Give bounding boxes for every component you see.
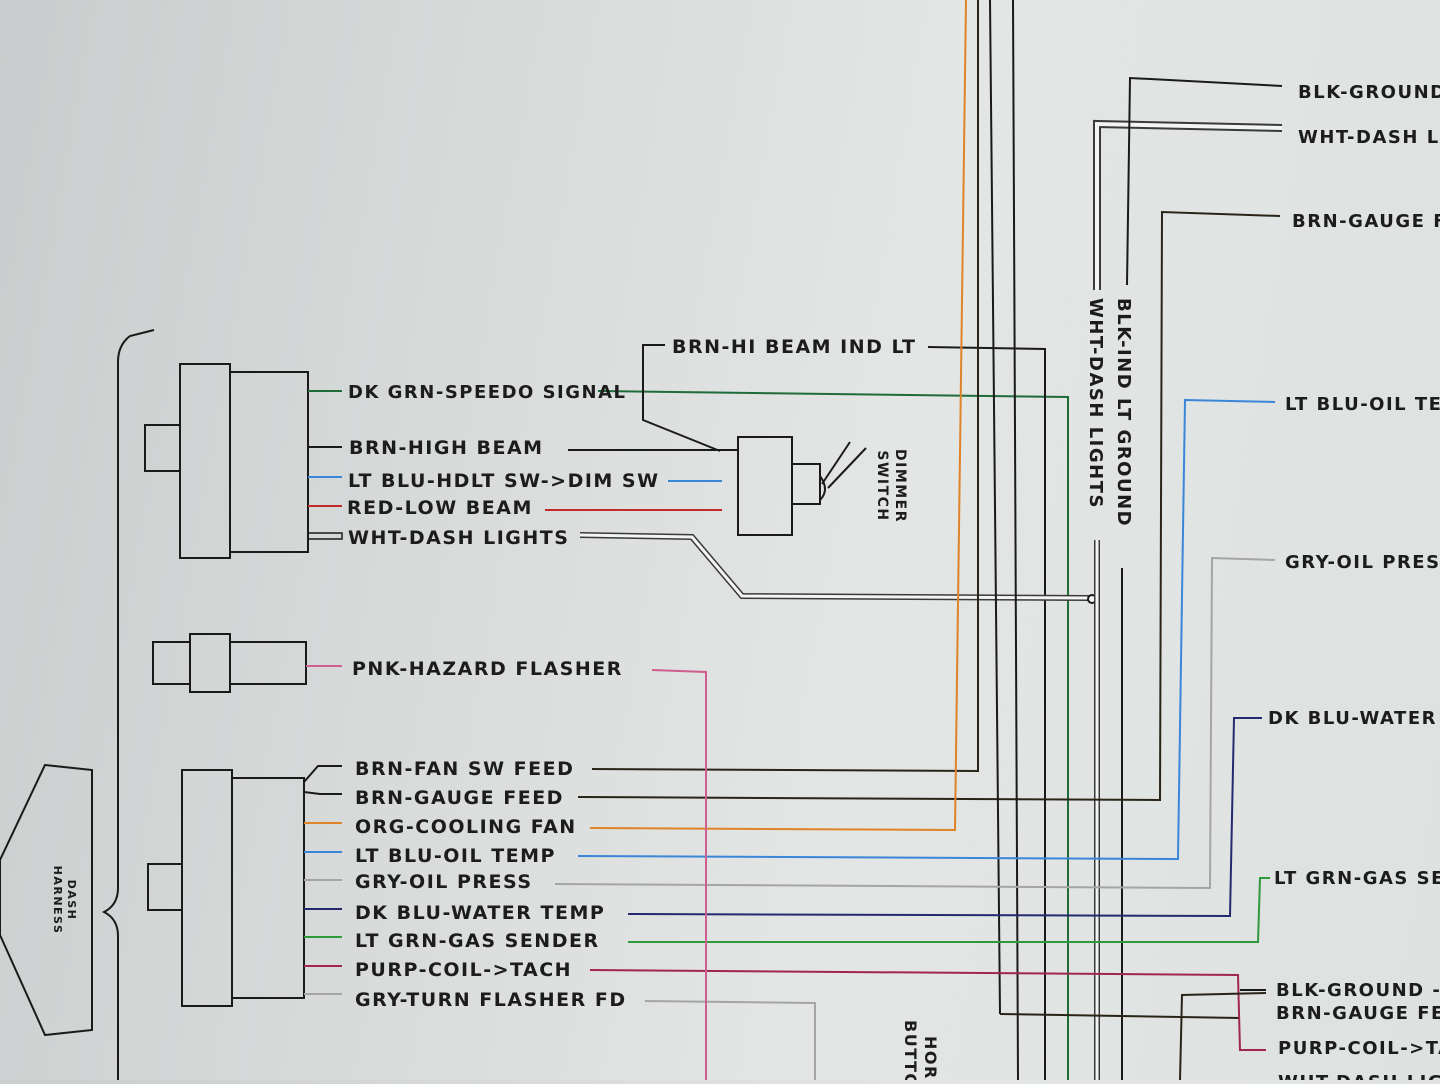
label-right-lt-blu-oil: LT BLU-OIL TE bbox=[1285, 394, 1440, 415]
wire-brn-gauge-feed bbox=[577, 210, 1281, 802]
label-purp-coil-tach: PURP-COIL->TACH bbox=[355, 959, 572, 981]
dimmer-switch-label-line2: SWITCH bbox=[874, 450, 890, 521]
wire-dash-lights-inner bbox=[579, 533, 1091, 600]
wire-vertical-dash-outer bbox=[1093, 119, 1283, 290]
label-right-blk-ground: BLK-GROUND bbox=[1298, 82, 1440, 103]
wire-speedo-signal bbox=[597, 390, 1069, 1080]
wire-lt-grn-gas-sender bbox=[628, 877, 1270, 943]
connector-gauges bbox=[147, 769, 305, 1007]
label-wht-dash-lights: WHT-DASH LIGHTS bbox=[348, 527, 569, 549]
dash-harness-label-line2: HARNESS bbox=[51, 866, 64, 935]
label-gry-oil-press: GRY-OIL PRESS bbox=[355, 871, 533, 893]
label-right-blk-ground-2: BLK-GROUND - bbox=[1276, 980, 1440, 1001]
dash-harness-label-line1: DASH bbox=[65, 880, 78, 921]
wire-purp-coil-tach bbox=[589, 969, 1266, 1051]
label-horn-button-line2: BUTTO bbox=[901, 1020, 920, 1080]
label-right-wht-dash: WHT-DASH LI bbox=[1298, 127, 1440, 148]
label-org-cooling-fan: ORG-COOLING FAN bbox=[355, 816, 577, 838]
harness-bracket bbox=[101, 329, 155, 1080]
label-right-wht-dash-2: WHT-DASH LIG bbox=[1278, 1072, 1440, 1080]
label-right-purp-coil: PURP-COIL->TA bbox=[1278, 1038, 1440, 1059]
wire-hi-beam-ind-left bbox=[642, 344, 721, 452]
label-right-dk-blu-water: DK BLU-WATER bbox=[1268, 708, 1437, 729]
dash-harness-arrow bbox=[0, 763, 93, 1037]
wire-vert-black-1 bbox=[989, 0, 1001, 1015]
label-brn-fan-sw-feed: BRN-FAN SW FEED bbox=[355, 758, 574, 780]
wire-gry-turn-flasher bbox=[644, 1000, 816, 1080]
label-right-lt-grn-gas: LT GRN-GAS SE bbox=[1274, 868, 1440, 889]
label-pnk-hazard-flasher: PNK-HAZARD FLASHER bbox=[352, 658, 623, 680]
wire-dk-blu-water-temp bbox=[627, 717, 1262, 918]
connector-hazard-flasher bbox=[152, 633, 307, 693]
dimmer-switch-label-line1: DIMMER bbox=[892, 449, 908, 523]
dimmer-switch bbox=[737, 436, 867, 536]
wire-hi-beam-ind-right bbox=[927, 346, 1046, 1080]
wire-vertical-dash-inner bbox=[1095, 121, 1283, 290]
label-brn-gauge-feed: BRN-GAUGE FEED bbox=[355, 787, 564, 809]
wire-stub-dash-lights bbox=[308, 532, 343, 540]
label-lt-blu-hdlt-sw: LT BLU-HDLT SW->DIM SW bbox=[348, 470, 660, 492]
label-right-brn-gauge: BRN-GAUGE F bbox=[1292, 211, 1440, 232]
wire-stub-fan-sw bbox=[303, 765, 342, 783]
wire-vert-black-2 bbox=[1012, 0, 1019, 1081]
wire-org-cooling-fan bbox=[589, 0, 967, 832]
label-vertical-wht-dash-lights: WHT-DASH LIGHTS bbox=[1085, 298, 1106, 509]
label-right-gry-oil-press: GRY-OIL PRES bbox=[1285, 552, 1440, 573]
label-lt-grn-gas-sender: LT GRN-GAS SENDER bbox=[355, 930, 600, 952]
label-vertical-blk-ind-lt-ground: BLK-IND LT GROUND bbox=[1113, 298, 1134, 527]
label-red-low-beam: RED-LOW BEAM bbox=[347, 497, 533, 519]
wire-brn-gauge-fe-bottom bbox=[1179, 992, 1267, 1081]
wire-lt-blu-oil-temp bbox=[577, 398, 1276, 861]
label-dk-blu-water-temp: DK BLU-WATER TEMP bbox=[355, 902, 605, 924]
connector-headlight bbox=[144, 363, 309, 559]
wire-dash-lights-outer bbox=[579, 532, 1091, 601]
wire-brn-fan-sw bbox=[591, 0, 979, 773]
wire-pnk-hazard bbox=[651, 669, 707, 1080]
label-right-brn-gauge-2: BRN-GAUGE FE bbox=[1276, 1003, 1440, 1024]
wire-stub-gauge-feed bbox=[303, 791, 342, 795]
label-brn-hi-beam-ind-lt: BRN-HI BEAM IND LT bbox=[672, 336, 916, 358]
wire-bottom-black bbox=[999, 1013, 1241, 1019]
label-brn-high-beam: BRN-HIGH BEAM bbox=[349, 437, 544, 459]
label-gry-turn-flasher-fd: GRY-TURN FLASHER FD bbox=[355, 989, 627, 1011]
wire-blk-ground-top bbox=[1126, 76, 1283, 286]
label-horn-button-line1: HORN bbox=[921, 1036, 940, 1080]
label-dk-grn-speedo-signal: DK GRN-SPEEDO SIGNAL bbox=[348, 382, 626, 403]
label-lt-blu-oil-temp: LT BLU-OIL TEMP bbox=[355, 845, 556, 867]
wire-gry-oil-press bbox=[554, 556, 1276, 890]
